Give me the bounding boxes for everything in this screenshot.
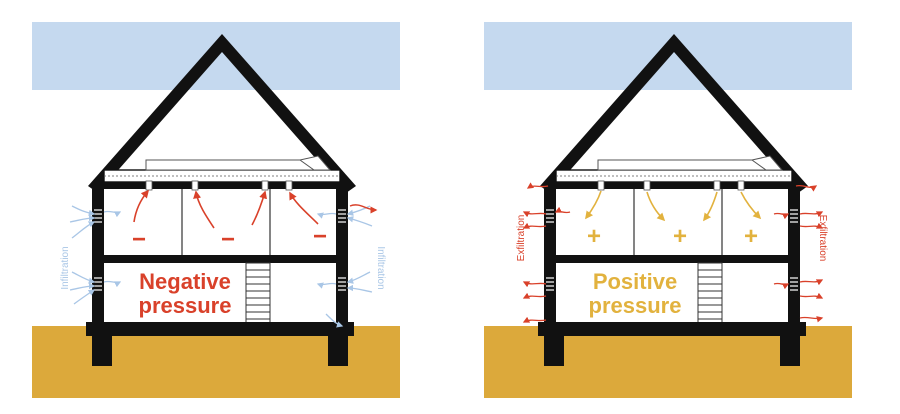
pressure-sign: − [132,226,146,253]
footing-left [544,336,564,366]
pressure-sign: + [673,223,687,250]
floor-slab [538,322,806,336]
wall-vents [94,209,346,291]
ceiling [94,182,350,189]
pressure-label-line2: pressure [589,293,682,318]
pressure-sign: − [221,226,235,253]
floor-slab [86,322,354,336]
mid-floor [92,255,348,263]
exhaust-arrows [133,189,319,229]
pressure-sign: + [587,223,601,250]
footing-left [92,336,112,366]
pressure-sign: − [313,223,327,250]
mid-floor [544,255,800,263]
footing-right [780,336,800,366]
exfiltration-arrows [522,206,824,323]
house-negative-pressure: − − − Negative pressure Infiltration Inf… [32,22,400,398]
supply-arrows [585,190,762,222]
house-positive-pressure: + + + Positive pressure Exfiltration Exf… [484,22,852,398]
wall-vents [546,209,798,291]
attic-duct [597,159,767,171]
footing-right [328,336,348,366]
side-label-right: Exfiltration [817,215,828,262]
pressure-label-line1: Positive [593,269,677,294]
side-label-right: Infiltration [375,246,386,289]
pressure-sign: + [744,223,758,250]
pressure-label-line2: pressure [139,293,232,318]
staircase [245,262,271,326]
infiltration-arrows [69,205,373,328]
ceiling [546,182,802,189]
side-label-left: Infiltration [60,246,71,289]
attic-duct [145,159,315,171]
side-label-left: Exfiltration [516,215,527,262]
pressure-label-line1: Negative [139,269,231,294]
staircase [697,262,723,326]
